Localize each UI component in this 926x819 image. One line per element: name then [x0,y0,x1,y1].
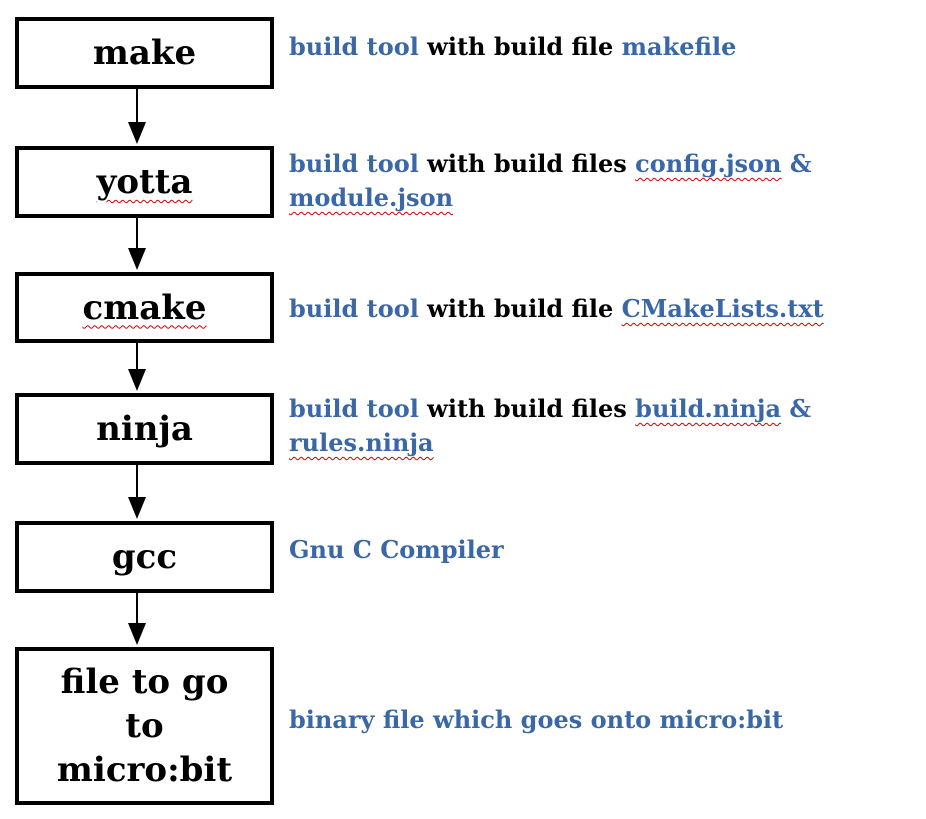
step-label-gcc: gcc [111,537,178,577]
desc-ninja-file-1: build.ninja [635,394,782,423]
arrow-yotta-to-cmake [128,216,146,270]
step-label-cmake: cmake [82,287,207,328]
step-label-make: make [92,33,197,73]
step-box-output: file to go to micro:bit [15,647,274,805]
step-label-output-line-2: to [125,706,164,746]
step-label-output-line-3: micro:bit [56,750,233,790]
step-box-ninja: ninja [15,393,274,465]
step-desc-ninja: build tool with build files build.ninja … [289,392,811,460]
desc-cmake-mid: with build file [418,294,622,323]
desc-yotta-mid: with build files [418,149,636,178]
step-box-make: make [15,17,274,89]
arrow-make-to-yotta [128,88,146,144]
desc-cmake-file: CMakeLists.txt [621,294,824,323]
desc-make-file: makefile [621,32,737,61]
desc-yotta-file-2: module.json [289,183,454,212]
desc-output-text: binary file which goes onto micro:bit [289,705,784,734]
desc-ninja-tool: build tool [289,394,419,423]
desc-ninja-file-2: rules.ninja [289,428,434,457]
desc-ninja-line-2: rules.ninja [289,426,811,460]
arrow-ninja-to-gcc [128,463,146,519]
arrow-cmake-to-ninja [128,341,146,391]
step-desc-make: build tool with build file makefile [289,30,736,64]
desc-cmake-tool: build tool [289,294,419,323]
desc-yotta-line-2: module.json [289,181,812,215]
desc-yotta-amp: & [781,149,812,178]
step-desc-gcc: Gnu C Compiler [289,533,504,567]
step-label-output-line-1: file to go [60,662,229,702]
desc-make-tool: build tool [289,32,419,61]
step-desc-output: binary file which goes onto micro:bit [289,703,783,737]
arrow-gcc-to-output [128,591,146,645]
step-desc-cmake: build tool with build file CMakeLists.tx… [289,292,824,326]
desc-ninja-mid: with build files [418,394,636,423]
desc-yotta-file-1: config.json [635,149,782,178]
step-label-yotta: yotta [96,162,193,202]
step-box-yotta: yotta [15,146,274,218]
desc-yotta-line-1: build tool with build files config.json … [289,147,812,181]
desc-ninja-amp: & [781,394,812,423]
step-label-ninja: ninja [96,409,193,449]
desc-gcc-text: Gnu C Compiler [289,535,504,564]
desc-yotta-tool: build tool [289,149,419,178]
step-box-cmake: cmake [15,272,274,343]
step-box-gcc: gcc [15,521,274,593]
desc-ninja-line-1: build tool with build files build.ninja … [289,392,811,426]
desc-make-mid: with build file [418,32,622,61]
step-desc-yotta: build tool with build files config.json … [289,147,812,215]
